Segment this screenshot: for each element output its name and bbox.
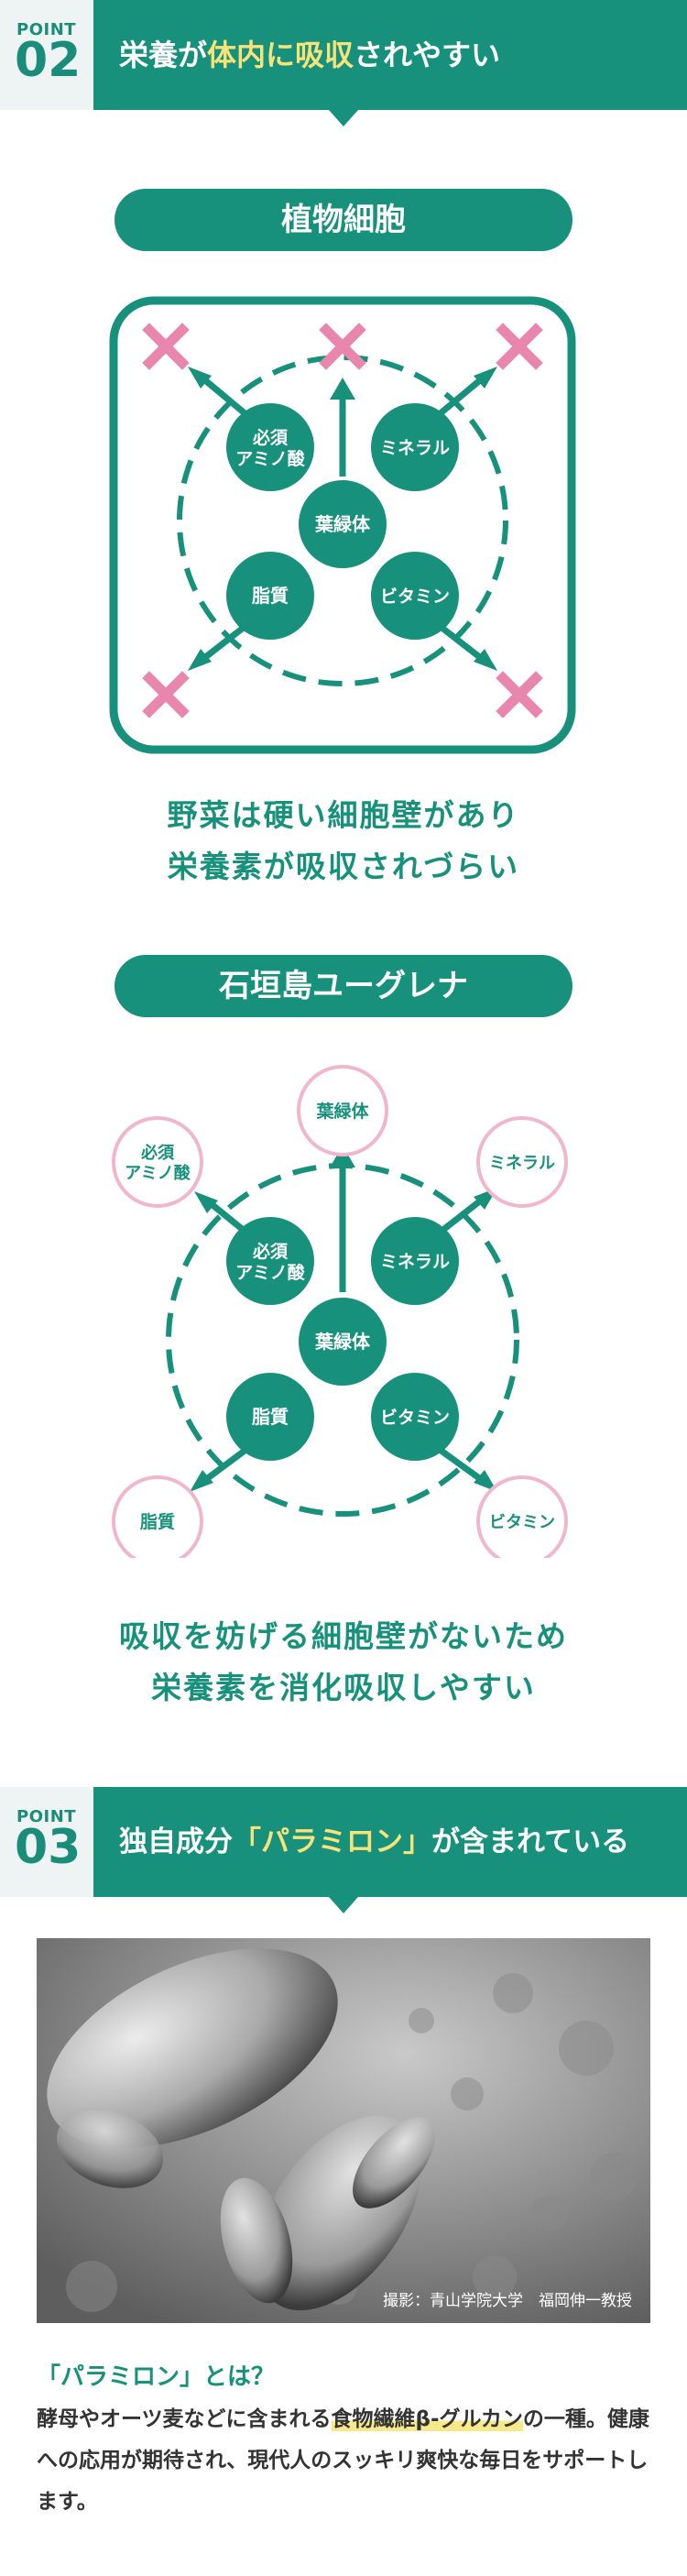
point03-label: POINT [16, 1807, 77, 1826]
cell-membrane [177, 355, 508, 686]
label-chloroplast: 葉緑体 [314, 513, 371, 535]
node-vitamin: ビタミン [371, 552, 459, 640]
released-fat-label: 脂質 [140, 1511, 175, 1532]
cross-icon [496, 671, 543, 718]
point02-title-post: されやすい [354, 38, 501, 72]
cross-icon [496, 323, 543, 370]
euglena-node-amino-acid: 必須 アミノ酸 [226, 1217, 314, 1305]
euglena-label-mineral: ミネラル [380, 1252, 450, 1272]
plant-cell-header: 植物細胞 [114, 189, 572, 251]
euglena-diagram: 葉緑体 必須 アミノ酸 ミネラル 脂質 ビタミン 必須 アミノ酸 ミネラル 葉緑… [112, 1065, 568, 1558]
euglena-label-amino-2: アミノ酸 [235, 1262, 306, 1283]
label-mineral: ミネラル [380, 438, 450, 458]
released-mineral: ミネラル [476, 1116, 568, 1208]
paramylon-text-2: の一種。健康への応用が期待され、現代人のスッキリ爽快な毎日をサポートします。 [37, 2407, 649, 2514]
euglena-label-fat: 脂質 [252, 1406, 289, 1428]
point03-title-post: が含まれている [431, 1825, 630, 1858]
point03-tag: POINT 03 [0, 1787, 93, 1897]
euglena-header: 石垣島ユーグレナ [114, 955, 572, 1017]
euglena-caption: 吸収を妨げる細胞壁がないため 栄養素を消化吸収しやすい [0, 1611, 687, 1714]
euglena-caption-1: 吸収を妨げる細胞壁がないため [119, 1618, 568, 1654]
released-vitamin-label: ビタミン [489, 1513, 555, 1532]
euglena-node-chloroplast: 葉緑体 [299, 1298, 387, 1386]
plant-caption-1: 野菜は硬い細胞壁があり [167, 797, 520, 833]
point03-number: 03 [15, 1820, 82, 1875]
point02-number: 02 [15, 33, 82, 88]
node-chloroplast: 葉緑体 [299, 480, 387, 568]
paramylon-question: 「パラミロン」とは？ [37, 2363, 276, 2391]
released-chloroplast: 葉緑体 [297, 1065, 388, 1156]
node-fat: 脂質 [226, 552, 314, 640]
label-vitamin: ビタミン [380, 586, 450, 607]
point02-title: 栄養が体内に吸収されやすい [119, 0, 500, 110]
point02-title-highlight: 体内に吸収 [207, 38, 354, 72]
point02-tag: POINT 02 [0, 0, 93, 110]
cross-icon [319, 323, 366, 370]
euglena-node-mineral: ミネラル [371, 1217, 459, 1305]
label-amino-2: アミノ酸 [235, 448, 306, 469]
plant-caption: 野菜は硬い細胞壁があり 栄養素が吸収されづらい [0, 790, 687, 893]
cross-icon [142, 323, 190, 370]
released-vitamin: ビタミン [476, 1475, 568, 1558]
cross-icon [142, 671, 190, 718]
paramylon-microscope-photo: 撮影：青山学院大学 福岡伸一教授 [37, 1938, 650, 2323]
euglena-label-chloroplast: 葉緑体 [314, 1331, 371, 1353]
paramylon-description: 酵母やオーツ麦などに含まれる食物繊維β-グルカンの一種。健康への応用が期待され、… [37, 2399, 650, 2523]
node-amino-acid: 必須 アミノ酸 [226, 403, 314, 491]
point02-title-bar: 栄養が体内に吸収されやすい [93, 0, 687, 110]
euglena-caption-2: 栄養素を消化吸収しやすい [151, 1670, 536, 1705]
paramylon-text-1: 酵母やオーツ麦などに含まれる [37, 2407, 332, 2431]
euglena-label-amino-1: 必須 [252, 1241, 289, 1262]
euglena-node-fat: 脂質 [226, 1373, 314, 1461]
released-mineral-label: ミネラル [489, 1154, 555, 1173]
point02-title-pre: 栄養が [119, 38, 208, 72]
point03-arrow-icon [329, 1897, 358, 1913]
released-chloroplast-label: 葉緑体 [315, 1101, 369, 1122]
cell-wall [109, 296, 576, 754]
euglena-node-vitamin: ビタミン [371, 1373, 459, 1461]
plant-cell-diagram: 必須 アミノ酸 ミネラル 葉緑体 脂質 ビタミン [109, 296, 576, 754]
point03-title: 独自成分「パラミロン」が含まれている [119, 1787, 629, 1897]
released-amino-label-1: 必須 [140, 1143, 175, 1163]
point02-header: POINT 02 栄養が体内に吸収されやすい [0, 0, 687, 110]
blocked-cross-icons [142, 323, 543, 718]
point03-title-highlight: 「パラミロン」 [233, 1825, 431, 1858]
point03-title-pre: 独自成分 [119, 1825, 233, 1858]
point03-header: POINT 03 独自成分「パラミロン」が含まれている [0, 1787, 687, 1897]
microscope-image [37, 1938, 650, 2323]
point02-label: POINT [16, 20, 77, 39]
label-fat: 脂質 [252, 585, 289, 607]
released-amino-label-2: アミノ酸 [125, 1163, 191, 1183]
point03-title-bar: 独自成分「パラミロン」が含まれている [93, 1787, 687, 1897]
point02-arrow-icon [329, 110, 358, 126]
paramylon-text-highlight: 食物繊維β-グルカン [331, 2407, 523, 2431]
label-amino-1: 必須 [252, 427, 289, 448]
photo-credit: 撮影：青山学院大学 福岡伸一教授 [383, 2292, 632, 2310]
released-fat: 脂質 [112, 1475, 203, 1558]
released-amino-acid: 必須 アミノ酸 [112, 1116, 203, 1208]
plant-caption-2: 栄養素が吸収されづらい [167, 849, 520, 884]
node-mineral: ミネラル [371, 403, 459, 491]
euglena-label-vitamin: ビタミン [380, 1408, 450, 1428]
